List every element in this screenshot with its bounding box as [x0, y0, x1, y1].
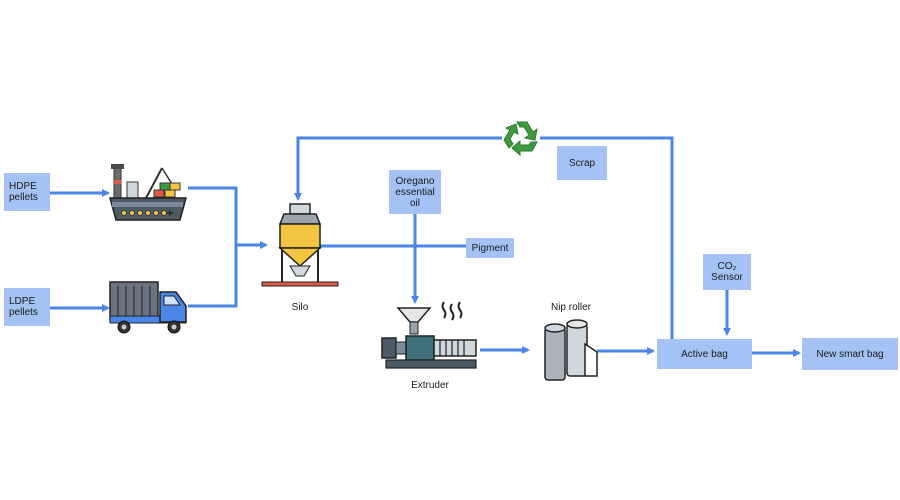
connector-truck-to-merge	[188, 245, 238, 308]
extruder-label: Extruder	[411, 380, 449, 391]
co2-sensor-box: CO₂ Sensor	[703, 254, 751, 290]
nip-roller-label: Nip roller	[550, 302, 591, 313]
oregano-oil-box: Oregano essential oil	[389, 170, 441, 214]
silo-icon	[261, 203, 339, 287]
co2-sensor-label: CO₂ Sensor	[711, 261, 743, 283]
arrow-scrap-recycle-loop	[294, 136, 674, 339]
nip-roller-icon	[544, 319, 598, 381]
new-smart-bag-label: New smart bag	[816, 348, 884, 360]
scrap-label: Scrap	[568, 157, 596, 169]
scrap-box: Scrap	[557, 146, 607, 180]
pigment-label: Pigment	[471, 242, 509, 254]
extruder-icon	[381, 301, 477, 369]
ldpe-pellets-box: LDPE pellets	[4, 288, 50, 326]
truck-icon	[109, 281, 187, 334]
connector-ship-to-merge	[188, 186, 238, 245]
pigment-box: Pigment	[466, 238, 514, 258]
silo-label: Silo	[291, 302, 309, 313]
new-smart-bag-box: New smart bag	[802, 338, 898, 370]
active-bag-label: Active bag	[681, 348, 728, 360]
ldpe-pellets-label: LDPE pellets	[9, 296, 38, 318]
cargo-ship-icon	[109, 164, 187, 221]
active-bag-box: Active bag	[657, 339, 752, 369]
oregano-oil-label: Oregano essential oil	[395, 175, 435, 209]
hdpe-pellets-label: HDPE pellets	[9, 181, 38, 203]
hdpe-pellets-box: HDPE pellets	[4, 173, 50, 211]
recycle-icon	[502, 119, 540, 157]
